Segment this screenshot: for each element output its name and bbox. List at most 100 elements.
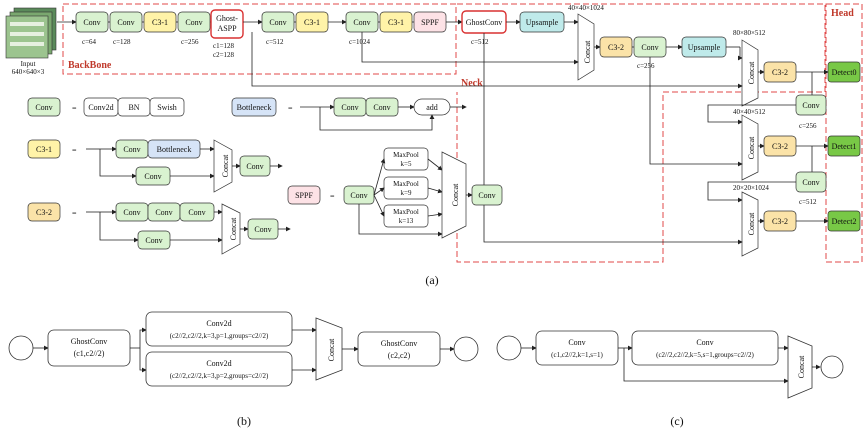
b-ghostconv-1-label: GhostConv xyxy=(71,337,107,346)
c32-conv-3-label: Conv xyxy=(188,208,205,217)
backbone-conv-1-label: Conv xyxy=(83,18,100,27)
sppf-maxpool-3-label: MaxPool xyxy=(393,208,419,216)
c31-conv-2-label: Conv xyxy=(144,172,161,181)
neck-region xyxy=(456,3,826,263)
sppf-maxpool-2-label: MaxPool xyxy=(393,180,419,188)
neck-upsample-1-label: Upsample xyxy=(526,18,559,27)
head-label: Head xyxy=(831,8,854,19)
backbone-sppf-label: SPPF xyxy=(421,18,439,27)
head-c32-1-label: C3-2 xyxy=(772,68,788,77)
c-conv-1-args: (c1,c2//2,k=1,s=1) xyxy=(551,351,603,359)
sppf-maxpool-1-k: k=5 xyxy=(401,160,412,168)
backbone-conv-2-label: Conv xyxy=(117,18,134,27)
ghostconv-input-node xyxy=(8,335,34,361)
caption-a: (a) xyxy=(425,273,438,287)
b-ghostconv-1-args: (c1,c2//2) xyxy=(74,349,105,358)
c32-concat xyxy=(221,203,241,255)
legend-c31-label: C3-1 xyxy=(36,145,52,154)
sppf-conv-2-label: Conv xyxy=(478,191,495,200)
b-concat-label: Concat xyxy=(327,338,336,361)
head-concat-3-label: Concat xyxy=(747,212,756,235)
head-concat-2-label: Concat xyxy=(747,136,756,159)
aspp-c1: c1=128 xyxy=(213,42,235,50)
sppf-conv-1-label: Conv xyxy=(350,191,367,200)
sppf-maxpool-2-k: k=9 xyxy=(401,189,412,197)
c32-conv-2-label: Conv xyxy=(155,208,172,217)
c-conv-2-args: (c2//2,c2//2,k=5,s=1,groups=c2//2) xyxy=(656,351,754,359)
c-output-node xyxy=(820,355,844,379)
head-concat-2 xyxy=(741,114,759,181)
size-40-512: 40×40×512 xyxy=(733,108,766,116)
caption-b: (b) xyxy=(237,414,251,428)
b-conv2d-2-args: (c2//2,c2//2,k=3,p=2,groups=c2//2) xyxy=(170,372,269,380)
sppf-conv-2 xyxy=(471,184,503,206)
backbone-label: BackBone xyxy=(68,60,112,71)
head-c32-3-label: C3-2 xyxy=(772,217,788,226)
c32-conv-5-label: Conv xyxy=(254,225,271,234)
ghost-c512: c=512 xyxy=(471,38,489,46)
b-conv2d-1-label: Conv2d xyxy=(206,319,231,328)
channel-c1024: c=1024 xyxy=(349,38,371,46)
backbone-c31-3-label: C3-1 xyxy=(388,18,404,27)
c32-conv-1-label: Conv xyxy=(123,208,140,217)
channel-c64: c=64 xyxy=(82,38,97,46)
backbone-conv-3-label: Conv xyxy=(185,18,202,27)
legend-bottleneck xyxy=(231,97,277,117)
head-concat-3 xyxy=(741,191,759,257)
detect0-label: Detect0 xyxy=(832,68,857,77)
ghost-aspp-block xyxy=(210,9,244,39)
head-conv-2-label: Conv xyxy=(802,178,819,187)
sppf-concat-label: Concat xyxy=(451,183,460,206)
legend-sppf-label: SPPF xyxy=(295,191,313,200)
b-conv2d-2-label: Conv2d xyxy=(206,359,231,368)
input-label: Input xyxy=(21,60,36,68)
head-conv-1-label: Conv xyxy=(802,101,819,110)
aspp-c2: c2=128 xyxy=(213,51,235,59)
backbone-c31-2-label: C3-1 xyxy=(304,18,320,27)
b-ghostconv-2-args: (c2,c2) xyxy=(388,351,411,360)
c-conv-1-label: Conv xyxy=(568,338,585,347)
backbone-region xyxy=(62,3,457,75)
neck-concat-1-label: Concat xyxy=(583,40,592,63)
b-ghostconv-2 xyxy=(357,331,441,367)
legend-swish-label: Swish xyxy=(157,103,177,112)
caption-c: (c) xyxy=(670,414,683,428)
c31-concat-label: Concat xyxy=(221,154,230,177)
c-conv-2 xyxy=(631,330,779,366)
ghost-aspp-label-1: Ghost- xyxy=(216,14,238,23)
c32-concat-label: Concat xyxy=(229,217,238,240)
c31-conv-1-label: Conv xyxy=(123,145,140,154)
c-concat-label: Concat xyxy=(797,355,806,378)
head-region xyxy=(825,3,863,263)
neck-c256: c=256 xyxy=(637,62,655,70)
c32-conv-4-label: Conv xyxy=(145,236,162,245)
neck-c32-1-label: C3-2 xyxy=(608,43,624,52)
c-input-node xyxy=(496,335,522,361)
size-80-512: 80×80×512 xyxy=(733,29,766,37)
legend-swish xyxy=(149,97,185,117)
backbone-conv-4-label: Conv xyxy=(269,18,286,27)
ghost-aspp-label-2: ASPP xyxy=(217,24,237,33)
ghostconv-output-node xyxy=(453,336,479,362)
head-c512: c=512 xyxy=(799,198,817,206)
legend-sppf xyxy=(287,185,321,205)
detect0-box xyxy=(827,61,861,83)
legend-bottleneck-label: Bottleneck xyxy=(237,103,272,112)
backbone-c31-1-label: C3-1 xyxy=(152,18,168,27)
legend-equals-3: = xyxy=(72,146,77,155)
legend-c32-label: C3-2 xyxy=(36,208,52,217)
head-concat-1-label: Concat xyxy=(747,61,756,84)
sppf-maxpool-3-k: k=13 xyxy=(399,217,414,225)
neck-conv-1-label: Conv xyxy=(641,43,658,52)
size-40-1024: 40×40×1024 xyxy=(568,4,604,12)
channel-c128: c=128 xyxy=(113,38,131,46)
input-image xyxy=(5,7,57,59)
c-conv-2-label: Conv xyxy=(696,338,713,347)
b-conv2d-2 xyxy=(145,351,293,387)
bottleneck-add-label: add xyxy=(426,103,438,112)
head-c256: c=256 xyxy=(799,122,817,130)
legend-equals-1: = xyxy=(72,104,77,113)
neck-label: Neck xyxy=(461,78,483,89)
legend-equals-5: = xyxy=(330,192,335,201)
